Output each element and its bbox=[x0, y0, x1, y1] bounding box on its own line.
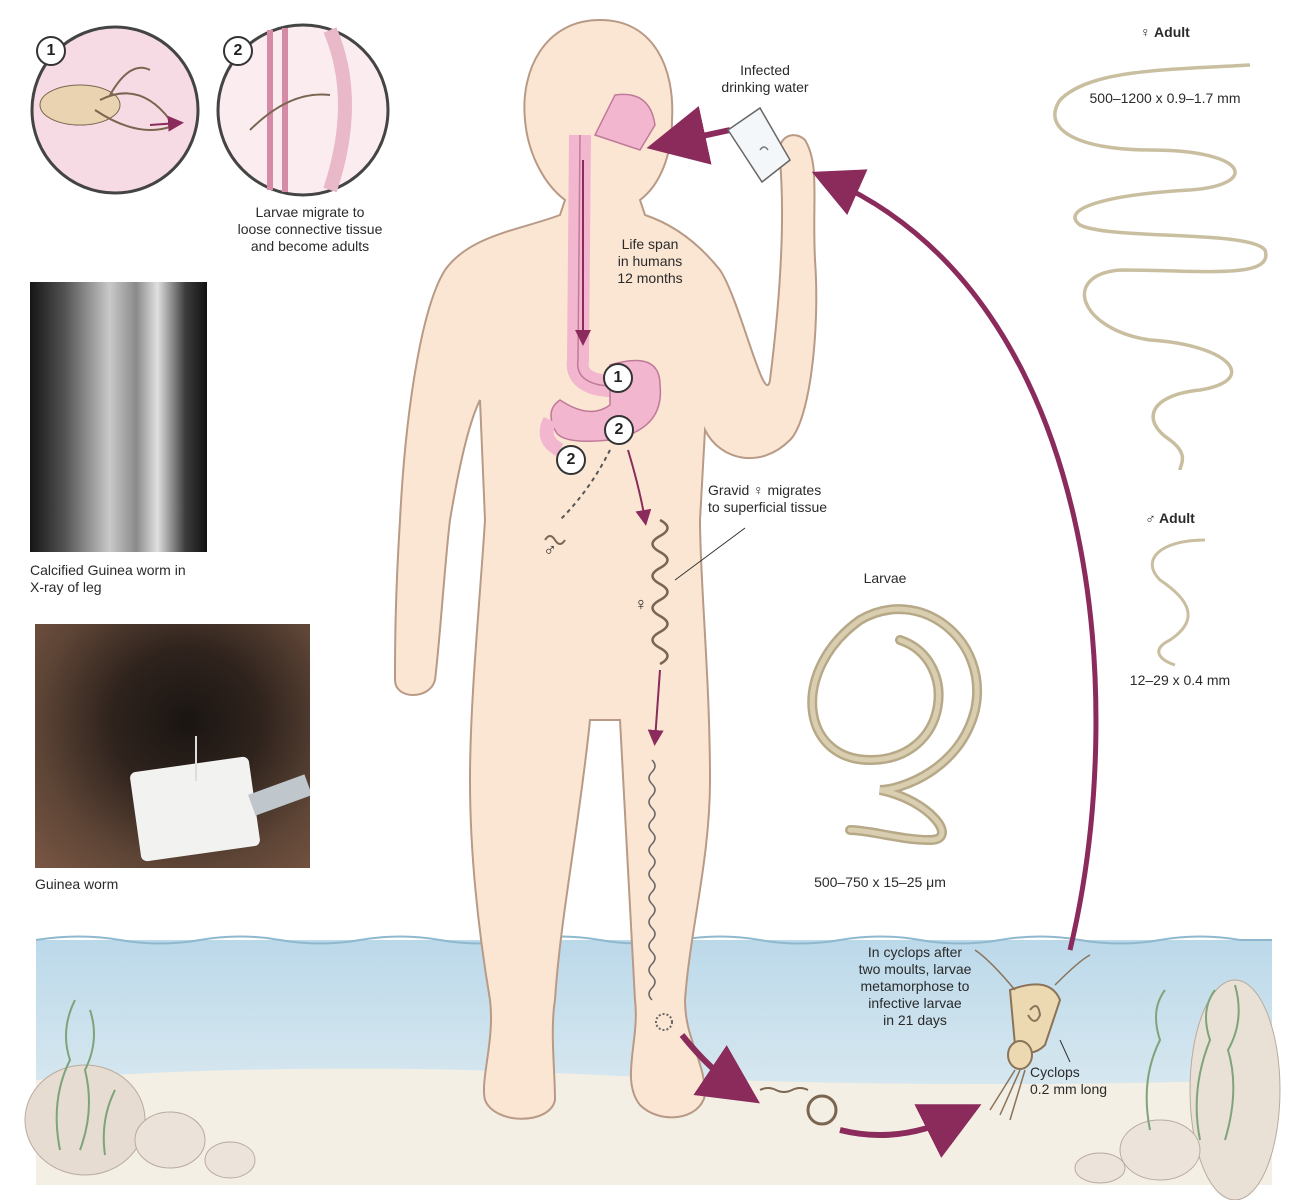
stomach-marker-2: 2 bbox=[604, 415, 634, 445]
xray-caption: Calcified Guinea worm in X-ray of leg bbox=[30, 562, 186, 595]
male-worm-small bbox=[544, 535, 566, 545]
cyclops-label: Cyclops 0.2 mm long bbox=[1030, 1064, 1108, 1097]
skin-blister bbox=[655, 1013, 673, 1031]
free-larva bbox=[759, 1087, 809, 1093]
lifespan-label: Life span in humans 12 months bbox=[617, 236, 683, 286]
gravid-leader-line bbox=[674, 527, 746, 581]
female-adult-title: ♀ Adult bbox=[1140, 24, 1190, 40]
guinea-worm-photo bbox=[35, 624, 310, 868]
male-symbol: ♂ bbox=[543, 540, 557, 560]
rock bbox=[1074, 1152, 1126, 1184]
rock bbox=[134, 1111, 206, 1169]
gravid-label: Gravid ♀ migrates to superficial tissue bbox=[708, 482, 828, 515]
xray-photo bbox=[30, 282, 207, 552]
emerging-worm bbox=[195, 736, 197, 781]
larvae-size: 500–750 x 15–25 μm bbox=[814, 874, 946, 890]
male-adult-title: ♂ Adult bbox=[1145, 510, 1195, 526]
larvae-title: Larvae bbox=[863, 570, 907, 586]
gravid-female-worm bbox=[651, 518, 669, 666]
larvae-inner-stroke bbox=[809, 606, 980, 843]
digestive-tract bbox=[539, 93, 662, 457]
cyclops-copepod bbox=[974, 949, 1091, 1121]
female-adult-size: 500–1200 x 0.9–1.7 mm bbox=[1089, 90, 1241, 106]
to-cyclops-arrow bbox=[839, 1104, 982, 1158]
descent-arrow bbox=[647, 669, 664, 746]
rock bbox=[204, 1141, 256, 1179]
male-adult-size: 12–29 x 0.4 mm bbox=[1129, 672, 1231, 688]
photo-caption: Guinea worm bbox=[35, 876, 119, 892]
stick bbox=[248, 774, 310, 816]
male-adult-worm bbox=[1150, 538, 1206, 667]
inset-1-badge: 1 bbox=[36, 36, 66, 66]
inset-circle-2 bbox=[216, 23, 390, 197]
drinking-glass bbox=[726, 106, 791, 184]
intestine-marker-2: 2 bbox=[556, 445, 586, 475]
coiled-larva bbox=[806, 1094, 838, 1126]
male-migration-path bbox=[559, 449, 611, 521]
female-symbol: ♀ bbox=[634, 594, 648, 614]
inset-circle-1 bbox=[30, 25, 200, 195]
female-migration-path bbox=[627, 449, 652, 526]
water-weeds bbox=[55, 984, 1240, 1156]
cyclops-note: In cyclops after two moults, larvae meta… bbox=[858, 944, 972, 1028]
rock bbox=[1119, 1119, 1201, 1181]
release-arrow bbox=[679, 1033, 760, 1104]
worm-in-leg bbox=[648, 759, 656, 1001]
stomach-marker-1: 1 bbox=[603, 363, 633, 393]
water-label: Infected drinking water bbox=[721, 62, 809, 95]
female-adult-worm bbox=[1053, 63, 1268, 471]
rock bbox=[1189, 979, 1281, 1200]
ingestion-arrow bbox=[646, 106, 731, 165]
rock bbox=[24, 1064, 146, 1176]
inset-2-badge: 2 bbox=[223, 36, 253, 66]
inset-caption: Larvae migrate to loose connective tissu… bbox=[237, 204, 383, 254]
infection-arrow bbox=[811, 169, 1099, 951]
